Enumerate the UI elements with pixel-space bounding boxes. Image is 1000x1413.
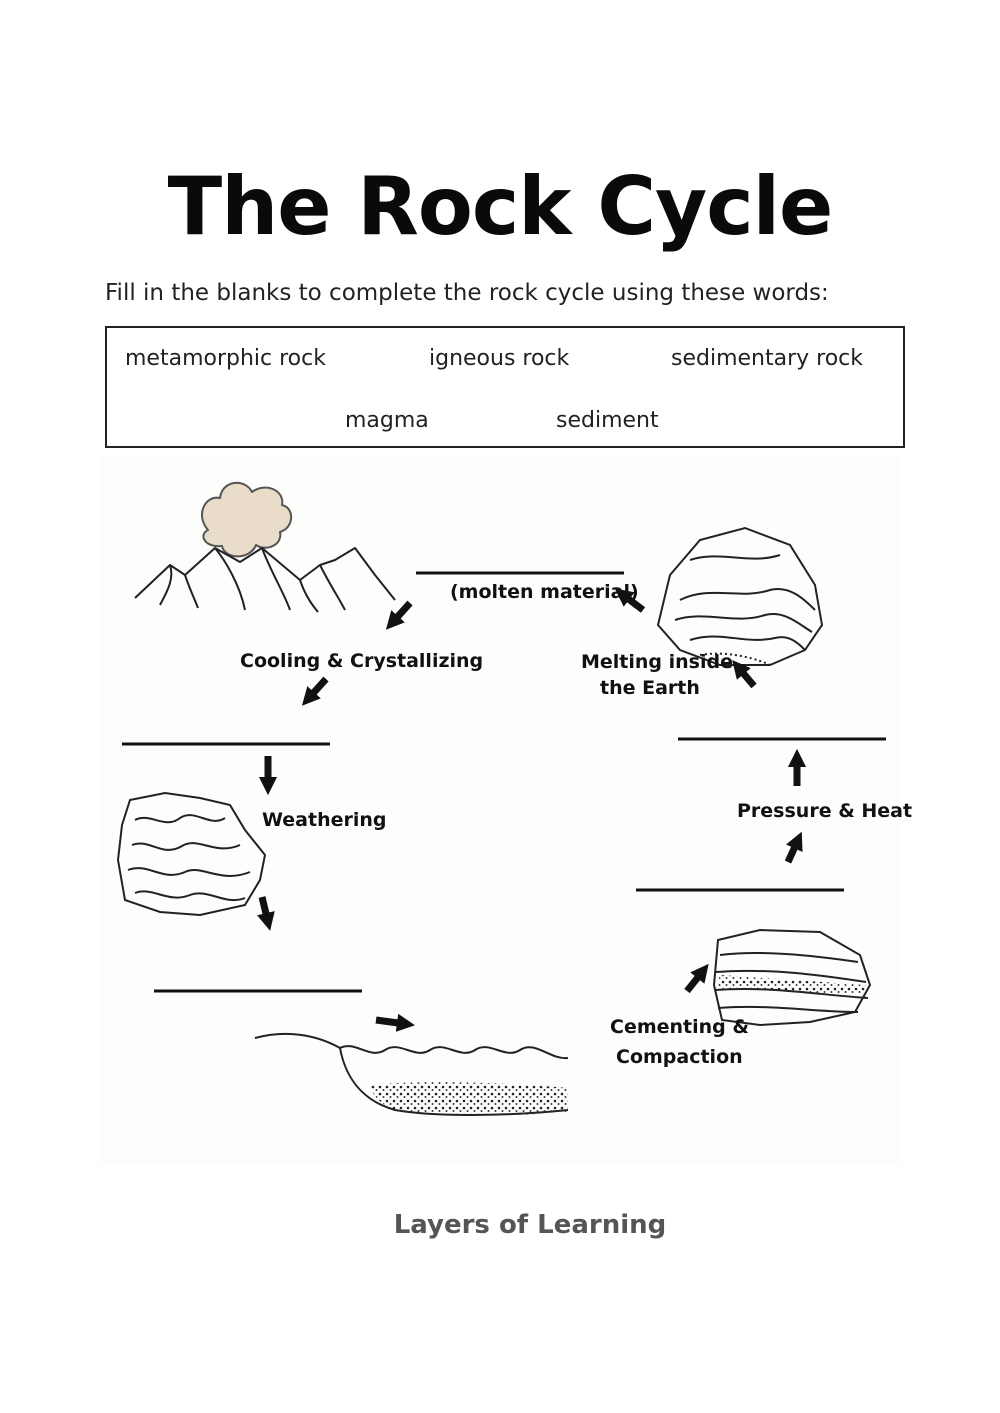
label-pressure-heat: Pressure & Heat [737,800,912,822]
igneous-rock-illustration [116,791,267,917]
sediment-illustration [254,1032,569,1116]
word-sedimentary-rock: sedimentary rock [671,346,864,371]
label-cementing-line2: Compaction [616,1046,743,1068]
word-bank: metamorphic rock igneous rock sedimentar… [105,326,905,448]
label-melting-line2: the Earth [600,677,700,699]
footer-brand: Layers of Learning [393,1210,667,1240]
label-cementing-line1: Cementing & [610,1016,749,1038]
arrow-volcano-to-cooling [385,600,413,630]
arrow-sedimentary-to-pressure [784,831,803,864]
arrow-basin-to-sedimentary [684,963,709,994]
word-magma: magma [345,408,429,433]
arrow-weathering-to-sediment [257,896,275,931]
arrow-metamorphic-melting [732,660,757,689]
word-igneous-rock: igneous rock [429,346,570,371]
label-melting-line1: Melting inside [581,651,733,673]
page-title: The Rock Cycle [167,160,834,253]
arrow-sediment-to-basin [375,1013,416,1032]
arrow-cooling-to-igneous [301,676,329,706]
instructions: Fill in the blanks to complete the rock … [105,280,829,306]
metamorphic-rock-illustration [656,526,824,666]
sedimentary-rock-illustration [712,928,872,1027]
volcano-illustration [134,482,396,613]
arrow-melting-to-magma [614,588,646,613]
word-metamorphic-rock: metamorphic rock [125,346,326,371]
word-sediment: sediment [556,408,659,433]
label-molten-material: (molten material) [450,581,639,603]
label-weathering: Weathering [262,809,387,831]
label-cooling-crystallizing: Cooling & Crystallizing [240,650,483,672]
